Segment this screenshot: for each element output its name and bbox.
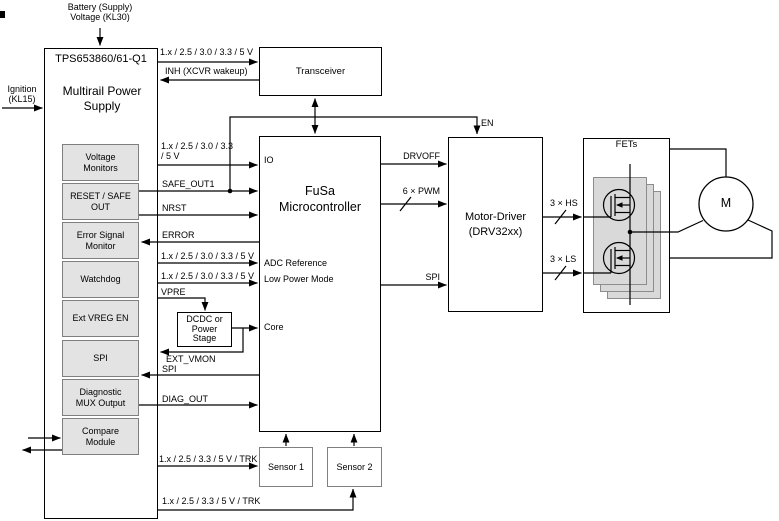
signal-sensor1-supply: 1.x / 2.5 / 3.3 / 5 V / TRK — [159, 454, 258, 464]
tps-title: TPS653860/61-Q1 — [55, 53, 147, 65]
ignition-label: Ignition (KL15) — [7, 84, 37, 105]
sensor2-label: Sensor 2 — [336, 462, 373, 472]
bus-slash-ls — [554, 265, 567, 281]
scan-artifact — [0, 11, 5, 18]
mcu-block — [259, 136, 381, 432]
signal-adc-supply: 1.x / 2.5 / 3.0 / 3.3 / 5 V — [161, 251, 255, 261]
motor-driver-partnumber: (DRV32xx) — [468, 225, 523, 238]
wire-motor-top — [670, 148, 727, 177]
signal-io-supply: 1.x / 2.5 / 3.0 / 3.3 / 5 V — [161, 141, 234, 162]
junction-safe-out1-en — [227, 188, 233, 194]
module-compare-module: Compare Module — [62, 418, 139, 455]
motor-driver-block: Motor-Driver (DRV32xx) — [448, 137, 543, 312]
signal-drvoff: DRVOFF — [403, 151, 440, 161]
transceiver-block: Transceiver — [259, 47, 382, 96]
module-diagnostic-mux-output: Diagnostic MUX Output — [62, 379, 139, 416]
signal-spi-drv: SPI — [425, 272, 440, 282]
signal-safe-out1: SAFE_OUT1 — [162, 179, 215, 189]
mcu-title-line1: FuSa — [305, 184, 335, 198]
mcu-pin-adc-reference: ADC Reference — [264, 258, 328, 268]
module-reset-safe-out: RESET / SAFE OUT — [62, 183, 139, 220]
mcu-title-line2: Microcontroller — [279, 200, 361, 215]
motor-label: M — [720, 196, 732, 210]
signal-sensor2-supply: 1.x / 2.5 / 3.3 / 5 V / TRK — [162, 496, 261, 506]
signal-hs: 3 × HS — [550, 198, 578, 208]
motor-driver-title: Motor-Driver — [464, 211, 527, 224]
sensor1-label: Sensor 1 — [267, 462, 305, 472]
mcu-pin-io: IO — [264, 155, 274, 165]
dcdc-label-line3: Stage — [192, 333, 217, 344]
signal-error: ERROR — [162, 230, 195, 240]
module-ext-vreg-en: Ext VREG EN — [62, 300, 139, 337]
module-spi: SPI — [62, 340, 139, 377]
transceiver-label: Transceiver — [295, 66, 346, 77]
wire-motor-return — [670, 219, 773, 259]
mcu-title: FuSa Microcontroller — [259, 183, 381, 216]
signal-pwm: 6 × PWM — [402, 186, 440, 196]
signal-ls: 3 × LS — [550, 254, 577, 264]
tps-subtitle: Multirail Power Supply — [62, 84, 142, 113]
signal-lpm-supply: 1.x / 2.5 / 3.0 / 3.3 / 5 V — [161, 271, 255, 281]
signal-vpre: VPRE — [161, 287, 186, 297]
signal-en: EN — [481, 118, 494, 128]
battery-supply-label: Battery (Supply) Voltage (KL30) — [67, 2, 133, 23]
sensor2-block: Sensor 2 — [327, 447, 382, 487]
signal-diag-out: DIAG_OUT — [162, 394, 209, 404]
signal-inh: INH (XCVR wakeup) — [165, 66, 248, 76]
mcu-pin-core: Core — [264, 322, 284, 332]
dcdc-power-stage-block: DCDC or Power Stage — [177, 312, 232, 347]
fets-label: FETs — [615, 139, 638, 150]
mcu-pin-low-power-mode: Low Power Mode — [264, 274, 334, 284]
signal-nrst: NRST — [162, 203, 187, 213]
bus-slash-pwm — [399, 196, 412, 212]
fet-card-front — [593, 177, 647, 285]
module-error-signal-monitor: Error Signal Monitor — [62, 222, 139, 259]
wire-vpre — [158, 297, 209, 311]
bus-slash-hs — [554, 209, 567, 225]
sensor1-block: Sensor 1 — [259, 447, 313, 487]
dcdc-label-line1: DCDC or — [186, 313, 223, 324]
module-voltage-monitors: Voltage Monitors — [62, 144, 139, 181]
signal-ext-vmon: EXT_VMON — [166, 354, 216, 364]
signal-xcvr-supply: 1.x / 2.5 / 3.0 / 3.3 / 5 V — [160, 47, 254, 57]
signal-spi-tps: SPI — [162, 364, 177, 374]
module-watchdog: Watchdog — [62, 261, 139, 298]
